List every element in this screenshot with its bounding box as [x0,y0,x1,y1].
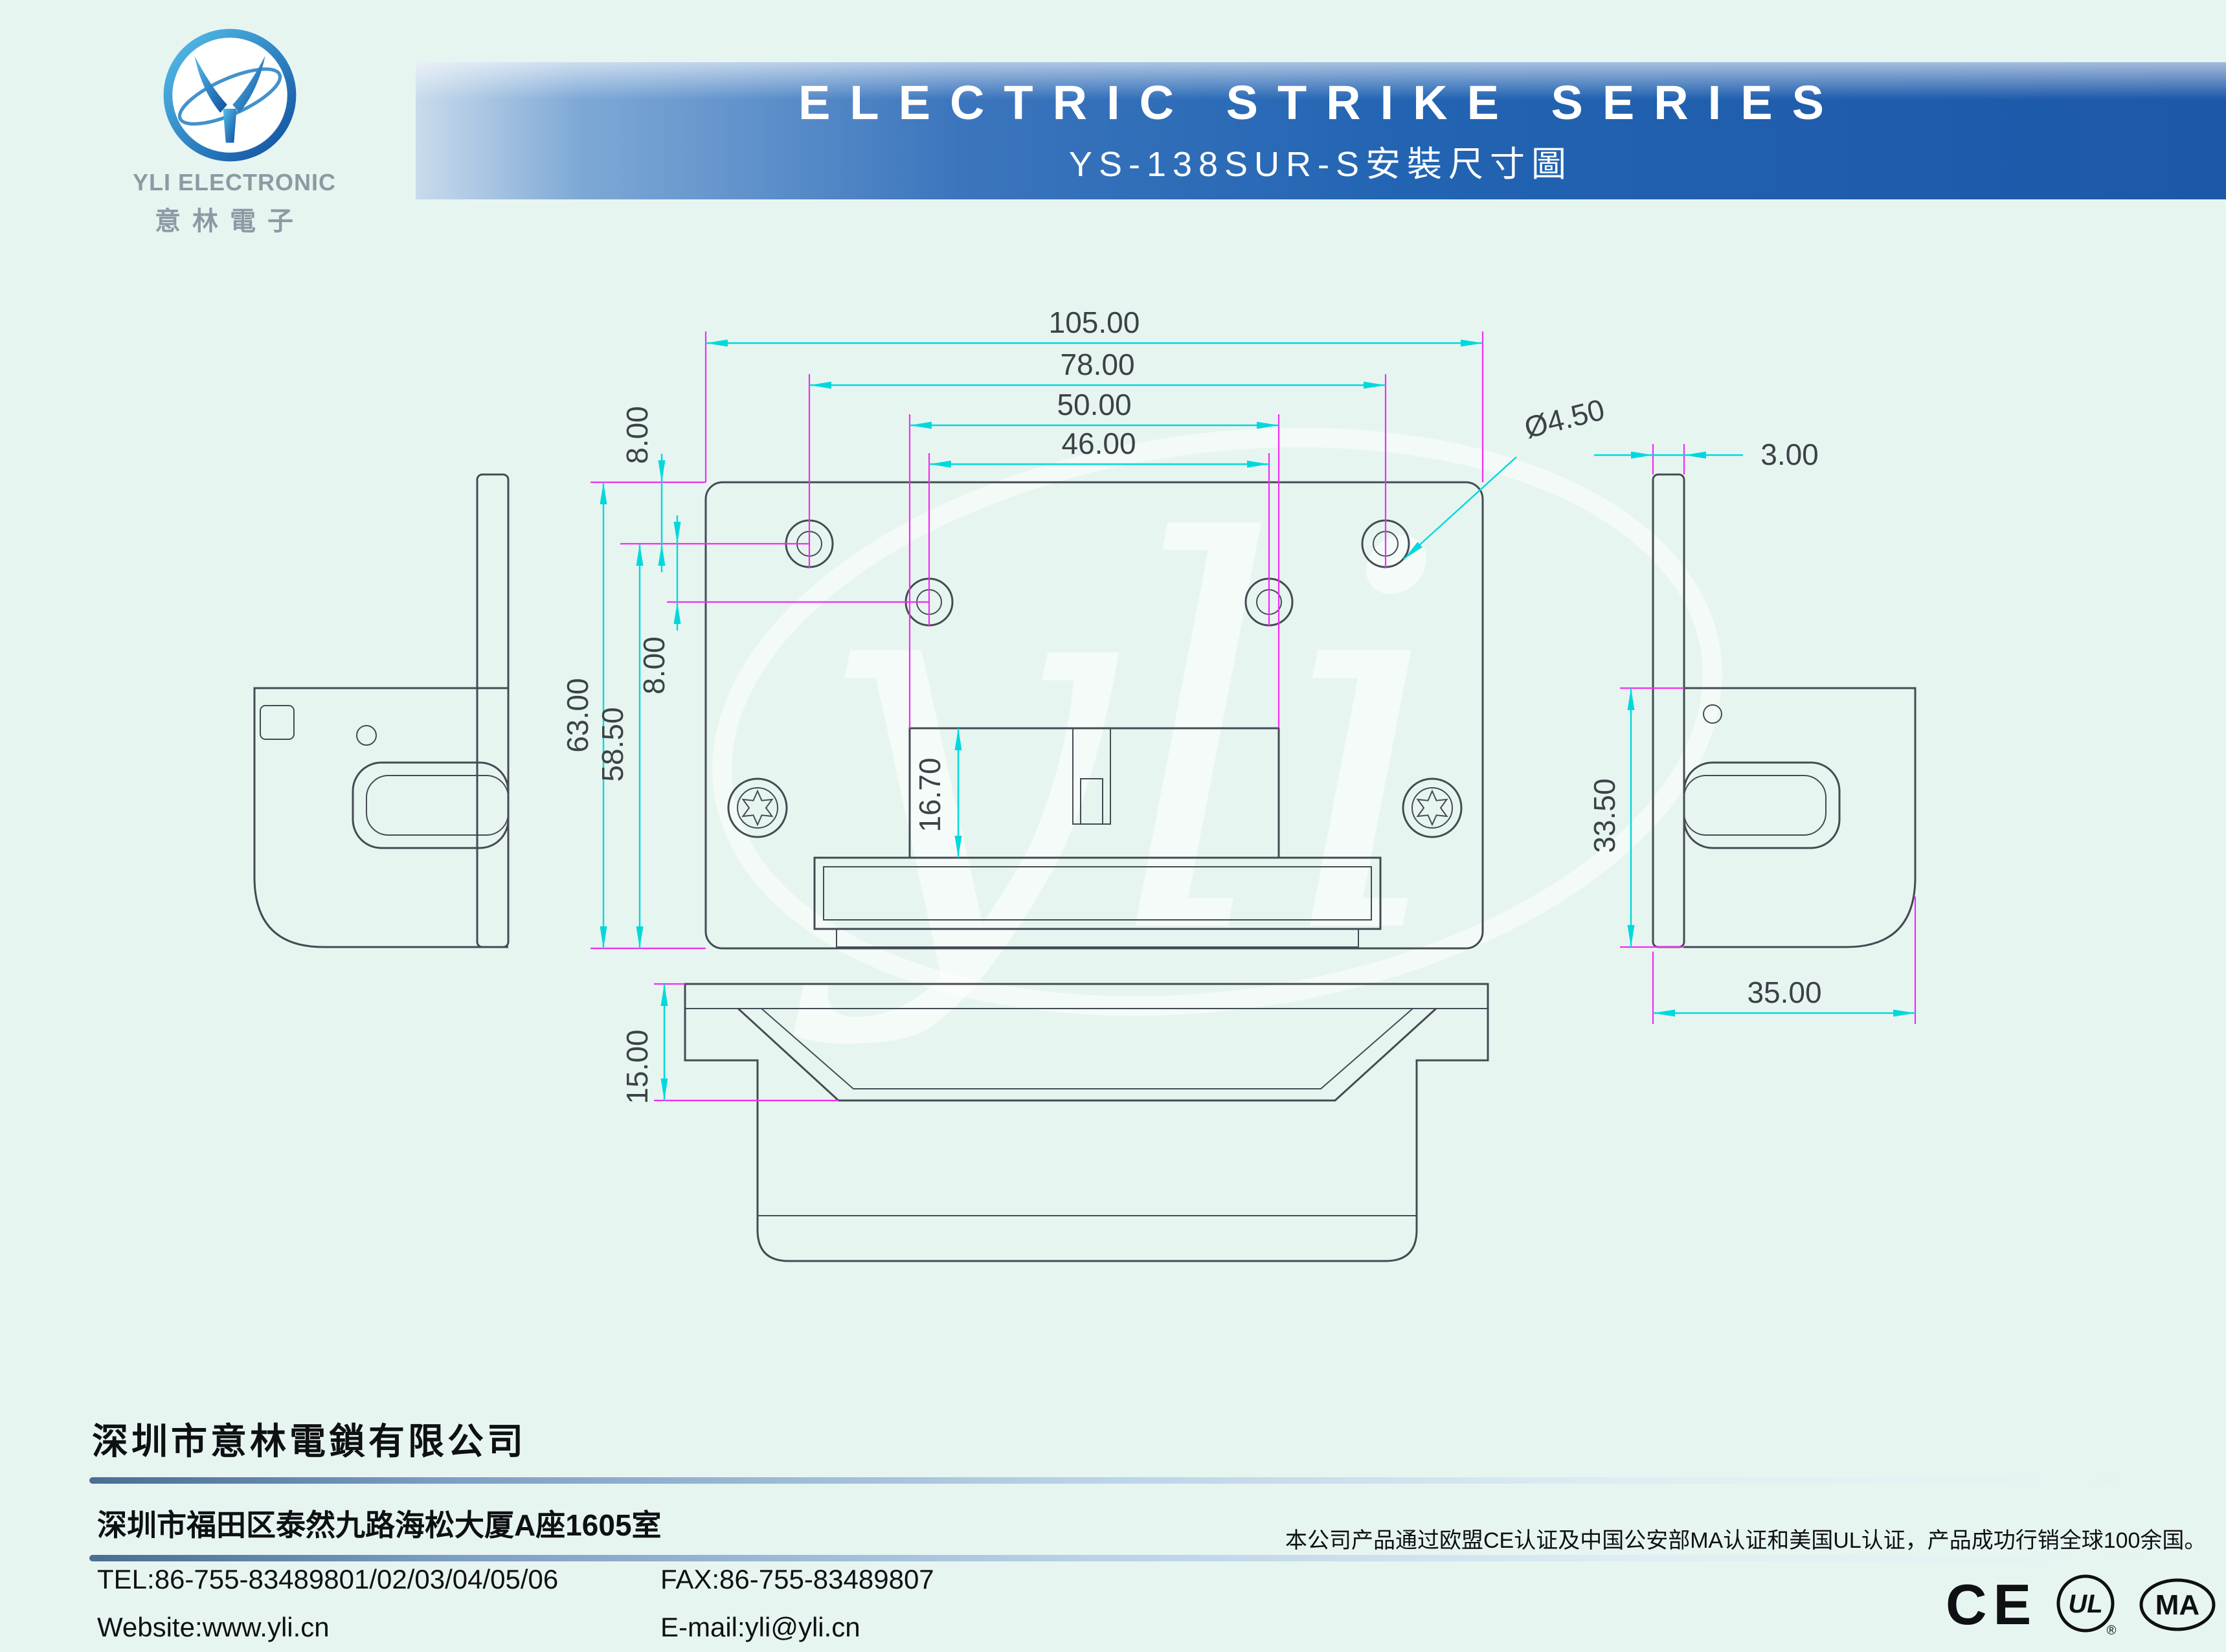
dim-hole-row-gap: 8.00 [637,636,671,695]
torx-screw-right-icon [1402,777,1463,838]
footer-website: Website:www.yli.cn [97,1612,330,1642]
brand-name-en: YLI ELECTRONIC [133,169,337,195]
extension-lines [590,331,1917,1102]
footer-tel: TEL:86-755-83489801/02/03/04/05/06 [97,1564,559,1594]
dim-plate-thickness: 3.00 [1760,438,1819,471]
dim-hole-diameter: Ø4.50 [1521,392,1608,445]
dim-overall-height: 63.00 [561,678,594,752]
dim-overall-width: 105.00 [1049,306,1140,339]
dim-keeper-height: 16.70 [913,757,947,832]
left-side-view [253,473,510,948]
dim-hole-to-bottom: 58.50 [596,707,629,781]
watermark-text: yli [789,434,1453,1051]
certification-logos: CE UL ® MA [1946,1572,2221,1638]
footer-divider-top [89,1477,2148,1484]
yli-watermark: yli [712,427,1722,1051]
brand-name-cn: 意林電子 [155,207,305,236]
torx-screw-left-icon [727,777,788,838]
dim-body-width: 35.00 [1747,976,1821,1009]
dimension-texts: 105.00 78.00 50.00 46.00 8.00 8.00 63.00… [561,306,1822,1104]
bottom-view [684,983,1489,1262]
footer-fax: FAX:86-755-83489807 [660,1564,934,1594]
dim-lip-depth: 15.00 [620,1029,654,1104]
ul-registered-symbol: ® [2107,1624,2117,1637]
model-subtitle: YS-138SUR-S安裝尺寸圖 [1068,145,1573,184]
dim-body-height: 33.50 [1588,778,1621,853]
yli-logo-icon [163,28,297,162]
dimension-lines [600,339,1915,1100]
title-banner: ELECTRIC STRIKE SERIES YS-138SUR-S安裝尺寸圖 [416,62,2226,199]
series-title: ELECTRIC STRIKE SERIES [798,76,1843,129]
footer-email: E-mail:yli@yli.cn [660,1612,860,1642]
dim-hole-span-inner: 46.00 [1061,427,1136,460]
dim-keeper-width: 50.00 [1057,388,1131,421]
company-logo: YLI ELECTRONIC 意林電子 [133,27,337,238]
dim-top-to-hole: 8.00 [620,406,654,464]
footer-company-name: 深圳市意林電鎖有限公司 [92,1421,526,1462]
dim-hole-span-outer: 78.00 [1060,348,1134,381]
right-side-view [1652,473,1917,948]
ce-mark-icon: CE [1946,1572,2038,1636]
ul-mark-icon: UL ® [2056,1574,2117,1637]
footer-address: 深圳市福田区泰然九路海松大厦A座1605室 [97,1508,662,1542]
certification-note: 本公司产品通过欧盟CE认证及中国公安部MA认证和美国UL认证，产品成功行销全球1… [1285,1528,2207,1553]
footer-divider-bottom [89,1555,2174,1561]
ma-mark-icon: MA [2139,1578,2216,1631]
ul-mark-text: UL [2069,1590,2103,1618]
ma-mark-text: MA [2155,1589,2199,1621]
